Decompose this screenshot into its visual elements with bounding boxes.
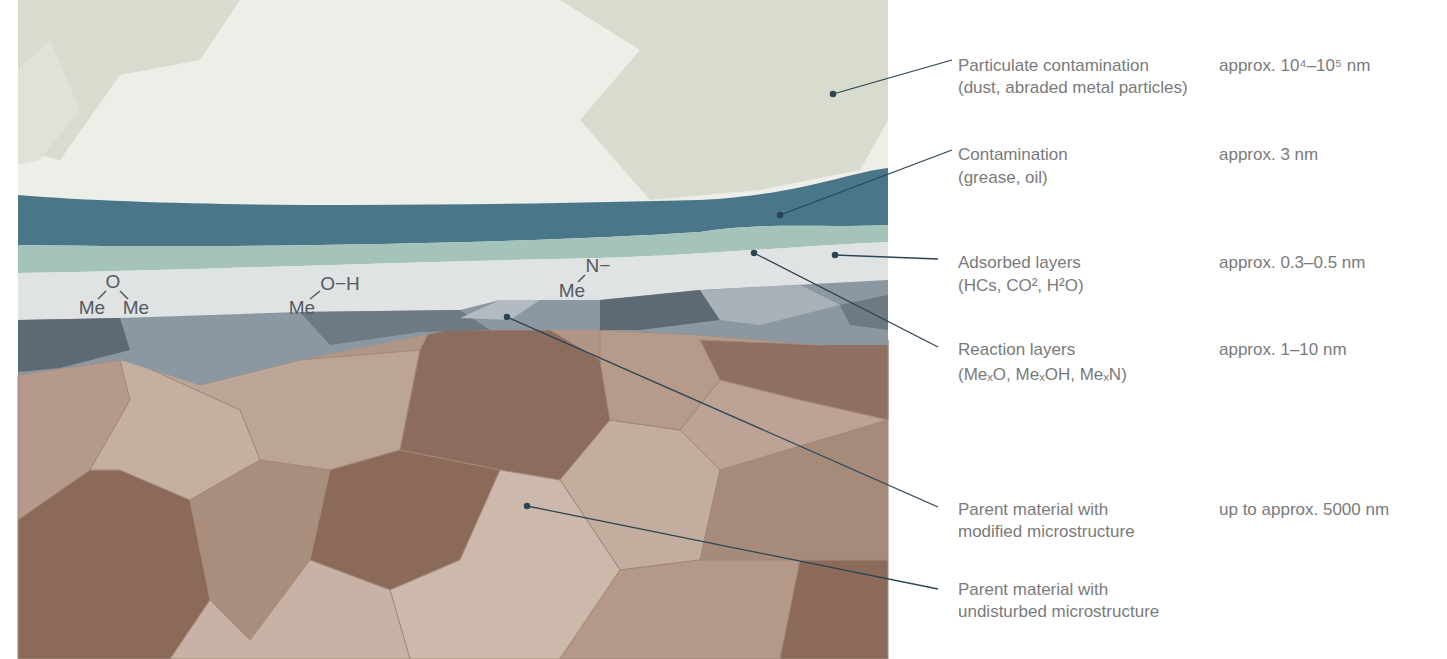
particles — [18, 0, 888, 200]
thickness-value: approx. 0.3–0.5 nm — [1219, 252, 1365, 274]
layer-note: (MeₓO, MeₓOH, MeₓN) — [958, 364, 1127, 386]
parent-base — [18, 330, 888, 659]
thickness-value: approx. 3 nm — [1219, 144, 1318, 166]
chemical-formula: N− — [586, 255, 611, 277]
layer-name: Reaction layers — [958, 339, 1075, 361]
layer-note: (dust, abraded metal particles) — [958, 77, 1188, 99]
layer-note: (HCs, CO², H²O) — [958, 275, 1084, 297]
modified-zone — [18, 280, 888, 385]
leader-lines — [504, 60, 952, 589]
chemical-formula: O — [106, 271, 121, 293]
chemical-formula: Me — [559, 280, 585, 302]
thickness-value: up to approx. 5000 nm — [1219, 499, 1389, 521]
background — [18, 0, 888, 659]
chemical-formula: Me — [79, 297, 105, 319]
chemical-formula: O−H — [320, 273, 360, 295]
chemical-formula: Me — [289, 297, 315, 319]
grains — [18, 330, 888, 659]
layer-name: Adsorbed layers — [958, 252, 1081, 274]
layer-name: Parent material with undisturbed microst… — [958, 579, 1173, 623]
layer-name: Parent material with modified microstruc… — [958, 499, 1173, 543]
layer-name: Particulate contamination — [958, 55, 1149, 77]
layer-note: (grease, oil) — [958, 167, 1048, 189]
thickness-value: approx. 1–10 nm — [1219, 339, 1347, 361]
chemical-formula: Me — [123, 297, 149, 319]
layer-name: Contamination — [958, 144, 1068, 166]
thickness-value: approx. 10⁴–10⁵ nm — [1219, 55, 1370, 77]
